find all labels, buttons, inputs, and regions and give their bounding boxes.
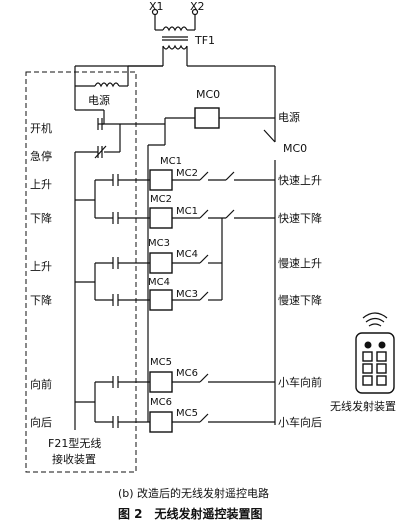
transformer-label: TF1 (194, 34, 215, 47)
row-contacts (112, 174, 119, 428)
input-label-up-fast: 上升 (30, 178, 52, 191)
transmitter-label: 无线发射装置 (330, 399, 396, 413)
output-label-fast-down: 快速下降 (278, 211, 322, 225)
mc0-coil-label: MC0 (196, 88, 220, 101)
coil-label-mc2: MC2 (150, 194, 172, 205)
output-label-slow-down: 慢速下降 (278, 293, 322, 307)
power-supply-label: 电源 (88, 93, 110, 107)
receiver-box (25, 71, 137, 473)
coil-label-mc5: MC5 (150, 357, 172, 368)
input-label-up-slow: 上升 (30, 260, 52, 273)
coil-label-mc3: MC3 (148, 238, 170, 249)
interlock-label-mc4: MC4 (176, 249, 198, 260)
mc0-contact (263, 129, 276, 143)
mc0-contact-label: MC0 (283, 142, 307, 155)
output-label-slow-up: 慢速上升 (278, 257, 322, 270)
input-label-backward: 向后 (30, 415, 52, 429)
row-4 (118, 263, 223, 311)
interlock-label-mc6: MC6 (176, 368, 198, 379)
coil-label-mc4: MC4 (148, 277, 170, 288)
input-label-down-fast: 下降 (30, 211, 52, 225)
coil-label-mc1: MC1 (160, 156, 182, 167)
row-5 (118, 300, 275, 393)
figure-subtitle: (b) 改造后的无线发射遥控电路 (118, 486, 269, 500)
input-label-estop: 急停 (30, 149, 52, 163)
input-label-down-slow: 下降 (30, 293, 52, 307)
transformer (151, 8, 199, 52)
input-label-start: 开机 (30, 121, 52, 135)
row-3 (118, 218, 223, 274)
interlock-label-mc3: MC3 (176, 289, 198, 300)
output-label-power: 电源 (278, 110, 300, 124)
coil-label-mc6: MC6 (150, 397, 172, 408)
row-1 (118, 167, 275, 191)
terminal-x2-label: X2 (190, 0, 205, 13)
interlock-label-mc2: MC2 (176, 168, 198, 179)
terminal-x1-label: X1 (149, 0, 164, 13)
power-supply-coil (94, 82, 120, 88)
interlock-label-mc1: MC1 (176, 206, 198, 217)
row-6 (118, 382, 275, 433)
output-label-fast-up: 快速上升 (278, 174, 322, 187)
mc0-coil (194, 107, 220, 129)
receiver-name-line2: 接收装置 (52, 452, 96, 466)
output-label-trolley-backward: 小车向后 (278, 415, 322, 429)
transmitter-icon (355, 312, 395, 394)
output-label-trolley-forward: 小车向前 (278, 375, 322, 389)
interlock-label-mc5: MC5 (176, 408, 198, 419)
figure-title: 图 2 无线发射遥控装置图 (118, 506, 263, 521)
input-label-forward: 向前 (30, 377, 52, 391)
row-2 (118, 180, 275, 229)
receiver-name-line1: F21型无线 (48, 436, 101, 450)
